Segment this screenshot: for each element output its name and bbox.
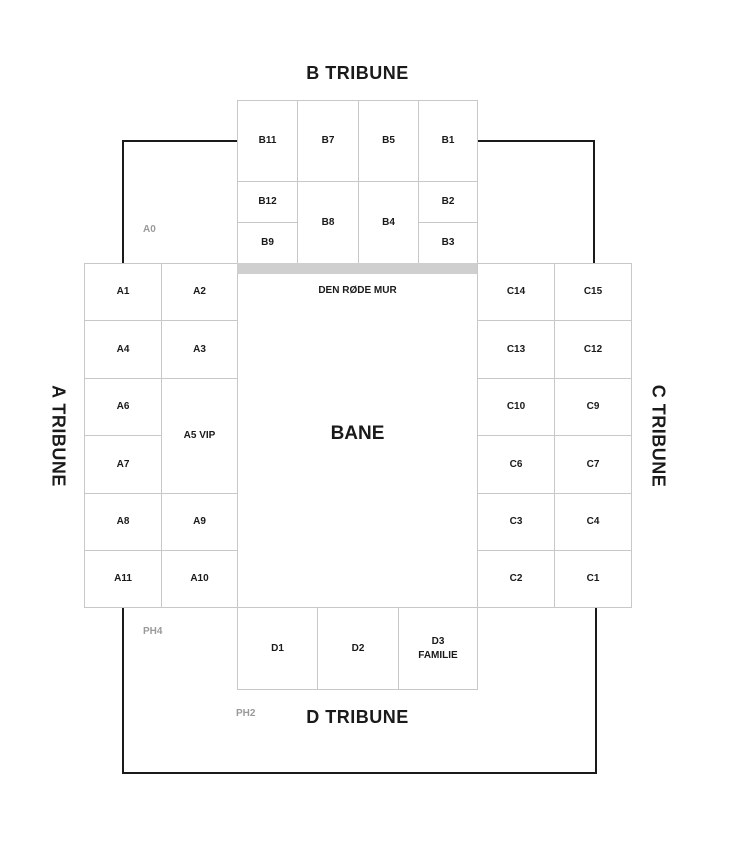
section-b9[interactable]: B9 (237, 222, 298, 264)
section-label: C12 (583, 343, 603, 355)
section-c4[interactable]: C4 (554, 493, 632, 551)
section-label: A8 (116, 516, 130, 527)
section-label: B11 (258, 135, 277, 146)
section-c3[interactable]: C3 (477, 493, 555, 551)
section-b12[interactable]: B12 (237, 181, 298, 223)
den-rode-mur-wall (237, 263, 478, 274)
section-label: C14 (506, 286, 526, 297)
section-label: A6 (116, 401, 130, 412)
pitch (237, 263, 478, 608)
section-label: A11 (114, 573, 132, 584)
section-label: A10 (190, 573, 209, 584)
section-label: C7 (586, 458, 600, 470)
section-a1[interactable]: A1 (84, 263, 162, 321)
section-label: C2 (509, 573, 523, 584)
section-label: A5 VIP (183, 430, 216, 441)
section-c2[interactable]: C2 (477, 550, 555, 608)
section-a6[interactable]: A6 (84, 378, 162, 436)
section-d2[interactable]: D2 (317, 607, 399, 690)
section-d3-familie[interactable]: D3 FAMILIE (398, 607, 478, 690)
zone-ph4[interactable]: PH4 (143, 626, 163, 637)
section-label: C10 (506, 401, 526, 412)
section-label: C4 (586, 516, 600, 527)
zone-a0[interactable]: A0 (143, 224, 156, 235)
section-label: A2 (193, 286, 206, 297)
section-c12[interactable]: C12 (554, 320, 632, 379)
d-tribune-label: D TRIBUNE (306, 707, 409, 727)
section-label: A9 (193, 516, 206, 527)
section-c13[interactable]: C13 (477, 320, 555, 379)
outline-top-left (122, 140, 239, 265)
section-d1[interactable]: D1 (237, 607, 318, 690)
section-a3[interactable]: A3 (161, 320, 238, 379)
section-label: C13 (506, 343, 526, 355)
a-tribune-label: A TRIBUNE (48, 385, 69, 487)
section-label: B9 (261, 237, 274, 248)
section-a2[interactable]: A2 (161, 263, 238, 321)
section-c15[interactable]: C15 (554, 263, 632, 321)
section-b5[interactable]: B5 (358, 100, 419, 182)
section-label: C1 (586, 573, 600, 584)
section-c9[interactable]: C9 (554, 378, 632, 436)
section-a4[interactable]: A4 (84, 320, 162, 379)
outline-top-right (478, 140, 595, 265)
section-c6[interactable]: C6 (477, 435, 555, 494)
section-c1[interactable]: C1 (554, 550, 632, 608)
section-a10[interactable]: A10 (161, 550, 238, 608)
section-a7[interactable]: A7 (84, 435, 162, 494)
section-label: B4 (382, 216, 395, 228)
section-label: A4 (116, 343, 130, 355)
section-label: C15 (583, 286, 603, 297)
section-a8[interactable]: A8 (84, 493, 162, 551)
section-label: B7 (321, 135, 335, 146)
zone-ph2[interactable]: PH2 (236, 708, 256, 719)
section-a5-vip[interactable]: A5 VIP (161, 378, 238, 494)
section-label: D3 FAMILIE (418, 635, 458, 661)
section-label: B2 (441, 196, 455, 207)
section-label: B5 (382, 135, 395, 146)
section-label: D2 (351, 642, 365, 654)
section-label: B12 (258, 196, 277, 207)
section-label: A7 (116, 458, 130, 470)
pitch-label: BANE (330, 423, 385, 444)
section-label: C9 (586, 401, 600, 412)
section-b4[interactable]: B4 (358, 181, 419, 264)
section-c14[interactable]: C14 (477, 263, 555, 321)
c-tribune-label: C TRIBUNE (648, 384, 669, 488)
section-label: B3 (441, 237, 455, 248)
section-c10[interactable]: C10 (477, 378, 555, 436)
section-label: A3 (193, 343, 206, 355)
section-b8[interactable]: B8 (297, 181, 359, 264)
section-b3[interactable]: B3 (418, 222, 478, 264)
section-c7[interactable]: C7 (554, 435, 632, 494)
section-label: B8 (321, 216, 335, 228)
section-b2[interactable]: B2 (418, 181, 478, 223)
section-label: A1 (116, 286, 130, 297)
section-a9[interactable]: A9 (161, 493, 238, 551)
section-label: C6 (509, 458, 523, 470)
b-tribune-label: B TRIBUNE (306, 63, 409, 83)
section-a11[interactable]: A11 (84, 550, 162, 608)
section-b1[interactable]: B1 (418, 100, 478, 182)
section-b7[interactable]: B7 (297, 100, 359, 182)
den-rode-mur-label: DEN RØDE MUR (318, 285, 397, 296)
section-b11[interactable]: B11 (237, 100, 298, 182)
outline-bottom (122, 608, 597, 774)
section-label: D1 (271, 642, 284, 654)
section-label: C3 (509, 516, 523, 527)
section-label: B1 (441, 135, 455, 146)
